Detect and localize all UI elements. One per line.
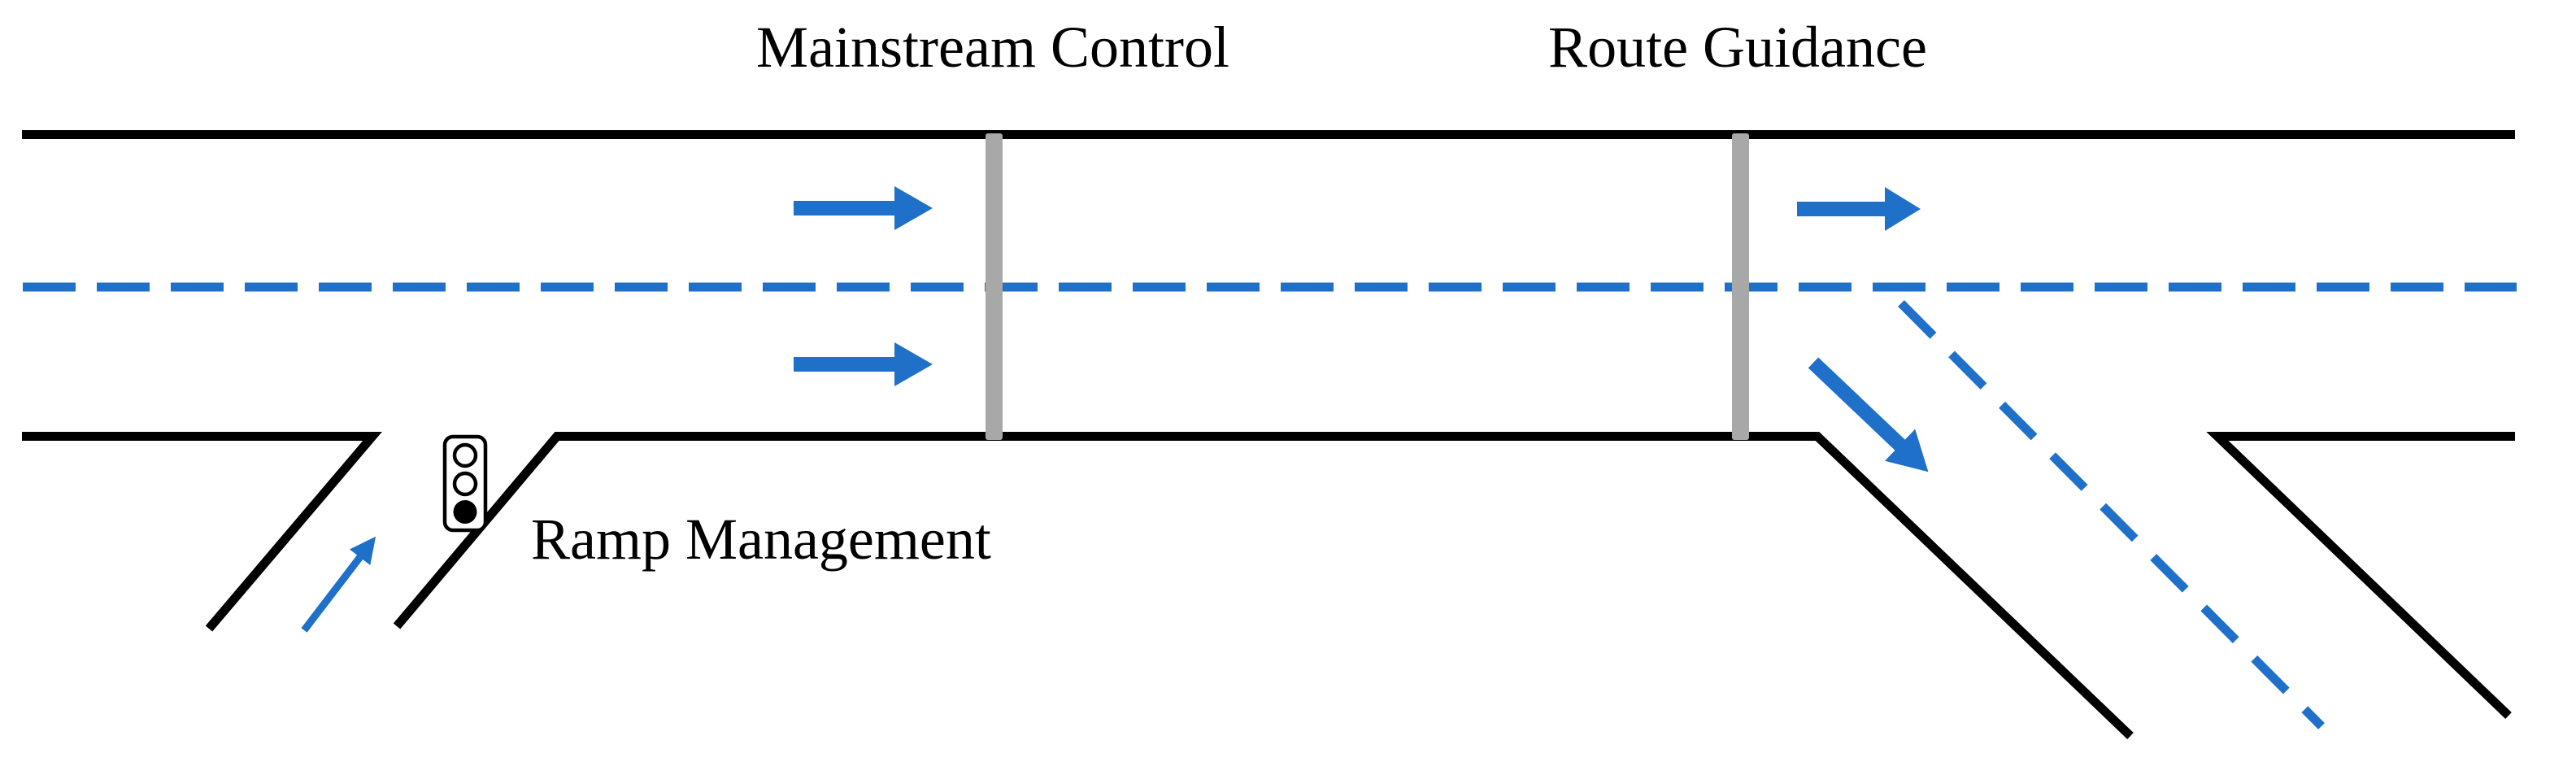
signal-lens-middle [452,471,478,497]
road-bottom-edge-left-and-onramp-left-edge [22,432,382,632]
road-bottom-edge-right-gore [2206,432,2515,719]
signal-lens-top [452,442,478,468]
signal-lens-bottom-active [453,500,477,524]
gantry-bar-mainstream-control [986,133,1003,440]
road-bottom-edge-main-with-onramp-right-and-offramp-left [393,432,2134,739]
gantry-bar-route-guidance [1732,133,1749,440]
onramp-flow-arrow [301,536,376,633]
flow-arrow-lower-left [794,342,933,386]
offramp-dashed-guide-line [1898,300,2325,729]
flow-arrow-upper-left [794,186,933,230]
ramp-management-label: Ramp Management [531,507,991,572]
traffic-light-icon [442,434,488,533]
flow-arrow-upper-right [1797,187,1921,231]
route-guidance-label: Route Guidance [1548,15,1927,80]
mainstream-control-label: Mainstream Control [756,15,1229,80]
offramp-flow-arrow [1808,357,1929,472]
